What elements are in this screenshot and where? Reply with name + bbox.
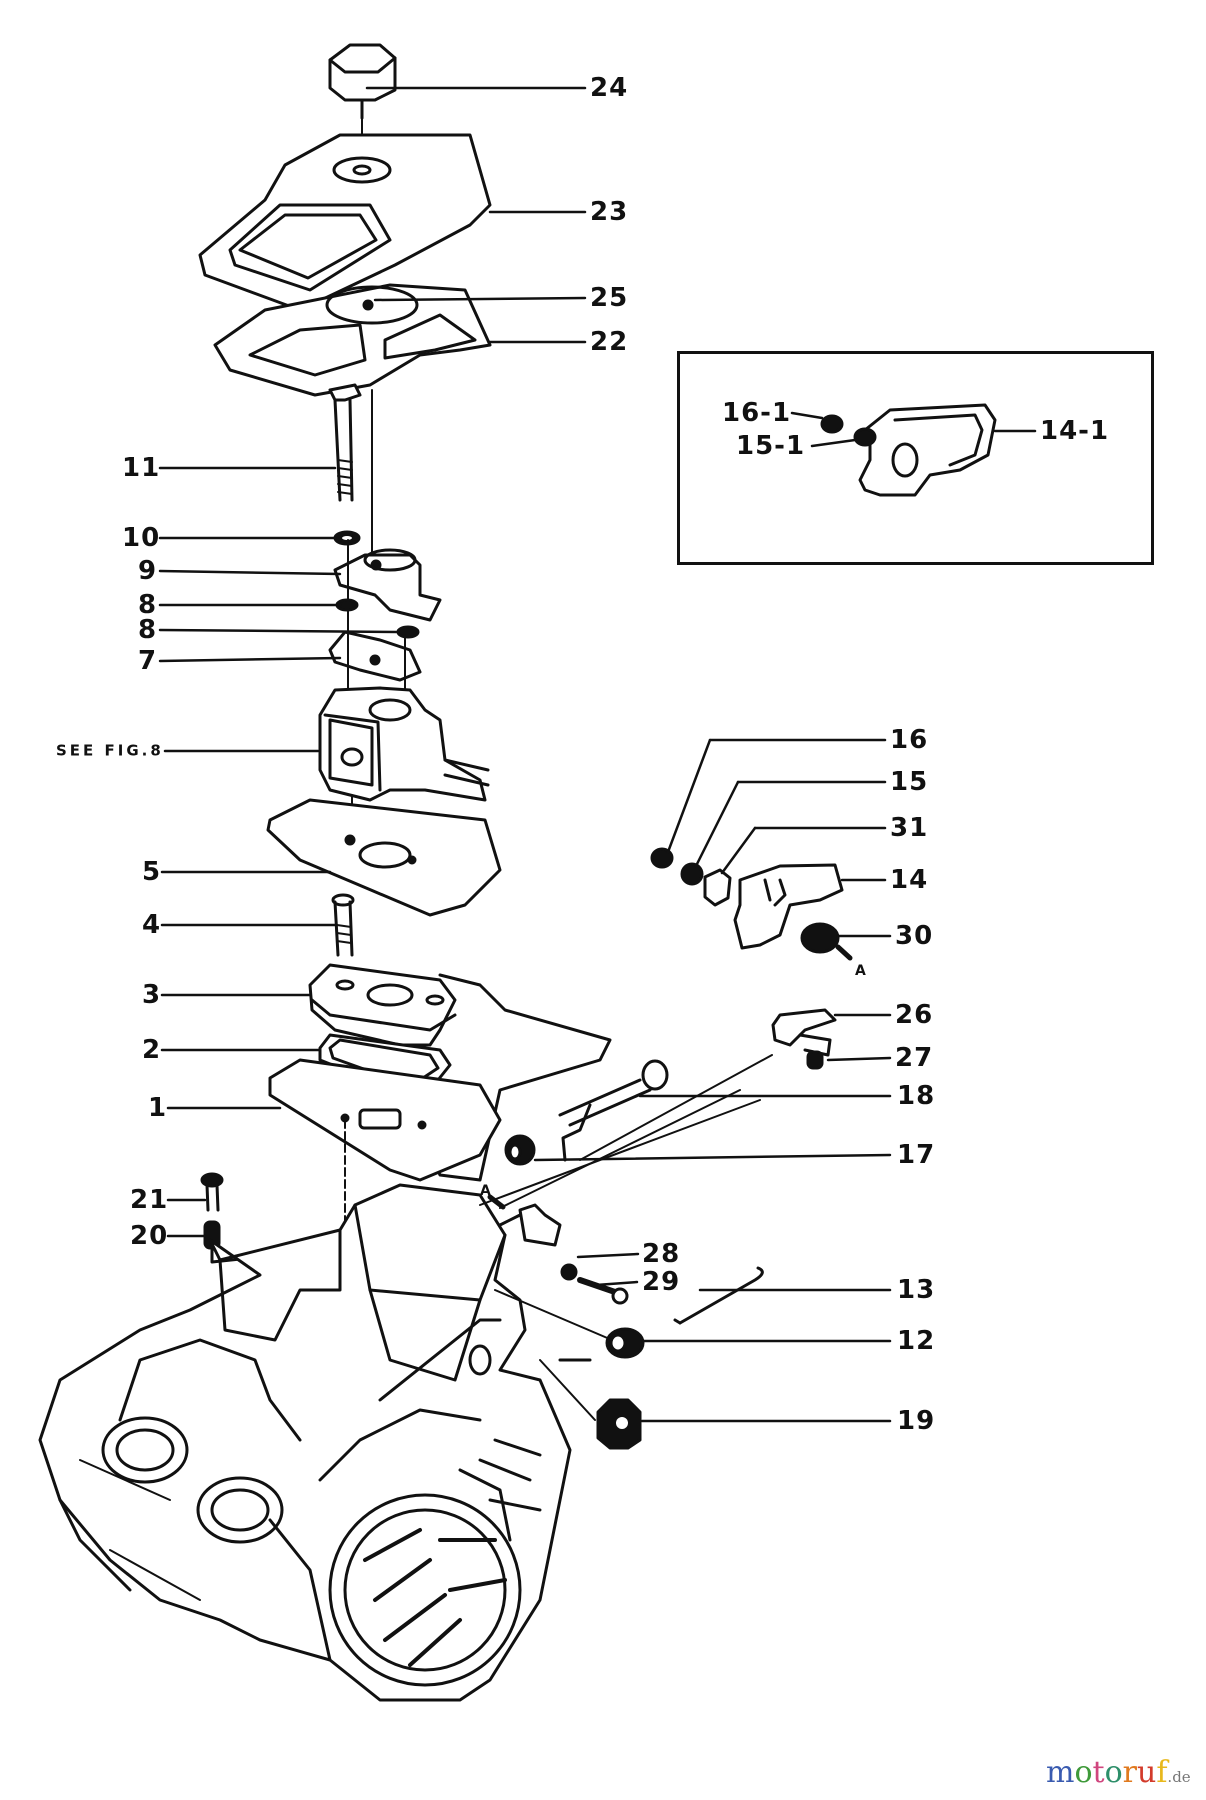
arrow-a-left <box>487 1194 506 1210</box>
part-gasket-1 <box>268 1058 502 1182</box>
part-washer-15 <box>680 862 704 886</box>
watermark-text: motoruf <box>1046 1755 1167 1790</box>
inset-callout-16-1: 16-1 <box>722 398 792 428</box>
part-lever-14 <box>733 863 844 950</box>
callout-24: 24 <box>590 73 629 103</box>
part-wire-13 <box>673 1266 764 1325</box>
part-gasket-5 <box>266 798 502 917</box>
part-sleeve-31 <box>703 868 732 907</box>
part-bracket <box>498 1203 562 1247</box>
watermark-letter: m <box>1046 1755 1075 1790</box>
part-bolt-11 <box>328 383 362 502</box>
part-crankcase <box>38 1183 592 1702</box>
watermark-letter: r <box>1122 1755 1137 1790</box>
callout-27: 27 <box>895 1043 934 1073</box>
arrow-label-a-2: A <box>480 1183 491 1199</box>
callout-10: 10 <box>122 523 161 553</box>
arrow-a-right <box>835 944 853 961</box>
part-washer-28 <box>560 1263 578 1281</box>
callout-8a: 8 <box>138 590 158 620</box>
callout-21: 21 <box>130 1185 169 1215</box>
part-rod-18 <box>558 1059 669 1162</box>
callout-1: 1 <box>148 1093 168 1123</box>
part-carburetor <box>318 686 490 802</box>
callout-14: 14 <box>890 865 929 895</box>
part-spacer-9 <box>333 548 442 622</box>
callout-11: 11 <box>122 453 161 483</box>
inset-callout-14-1: 14-1 <box>1040 416 1110 446</box>
part-spring-20 <box>203 1220 252 1264</box>
callout-28: 28 <box>642 1239 681 1269</box>
callout-25: 25 <box>590 283 629 313</box>
watermark-letter: t <box>1092 1755 1105 1790</box>
part-lever-26 <box>771 1008 837 1057</box>
callout-31: 31 <box>890 813 929 843</box>
part-spring-30 <box>800 922 840 954</box>
callout-2: 2 <box>142 1035 162 1065</box>
callout-13: 13 <box>897 1275 936 1305</box>
part-filter-cover-23 <box>198 133 492 312</box>
callout-30: 30 <box>895 921 934 951</box>
callout-see-fig-8: SEE FIG.8 <box>56 741 164 760</box>
callout-22: 22 <box>590 327 629 357</box>
inset-box <box>677 351 1154 565</box>
part-spring-27 <box>806 1050 824 1070</box>
arrow-label-a: A <box>855 963 866 979</box>
part-cushion-19 <box>596 1398 642 1450</box>
callout-7: 7 <box>138 646 158 676</box>
part-plate-7 <box>328 630 422 682</box>
callout-4: 4 <box>142 910 162 940</box>
callout-18: 18 <box>897 1081 936 1111</box>
callout-9: 9 <box>138 556 158 586</box>
inset-callout-15-1: 15-1 <box>736 431 806 461</box>
watermark-logo: motoruf.de <box>1046 1758 1191 1788</box>
part-bushing-17 <box>504 1134 536 1166</box>
callout-20: 20 <box>130 1221 169 1251</box>
callout-19: 19 <box>897 1406 936 1436</box>
part-bushing-12 <box>605 1327 645 1359</box>
callout-23: 23 <box>590 197 629 227</box>
watermark-letter: u <box>1136 1755 1157 1790</box>
watermark-letter: o <box>1074 1755 1093 1790</box>
callout-16: 16 <box>890 725 929 755</box>
callout-15: 15 <box>890 767 929 797</box>
callout-8b: 8 <box>138 615 158 645</box>
watermark-tld: .de <box>1167 1768 1191 1786</box>
leader-lines <box>158 86 1037 1423</box>
part-bolt-21 <box>200 1172 224 1212</box>
callout-12: 12 <box>897 1326 936 1356</box>
part-screw-16 <box>650 847 674 869</box>
part-bolt-4 <box>331 893 355 957</box>
callout-29: 29 <box>642 1267 681 1297</box>
callout-17: 17 <box>897 1140 936 1170</box>
callout-5: 5 <box>142 857 162 887</box>
callout-26: 26 <box>895 1000 934 1030</box>
watermark-letter: f <box>1156 1755 1168 1790</box>
callout-3: 3 <box>142 980 162 1010</box>
part-handguard-14-1 <box>820 403 997 497</box>
part-insulator-3 <box>308 963 457 1047</box>
watermark-letter: o <box>1104 1755 1123 1790</box>
part-gasket-22 <box>213 283 492 397</box>
